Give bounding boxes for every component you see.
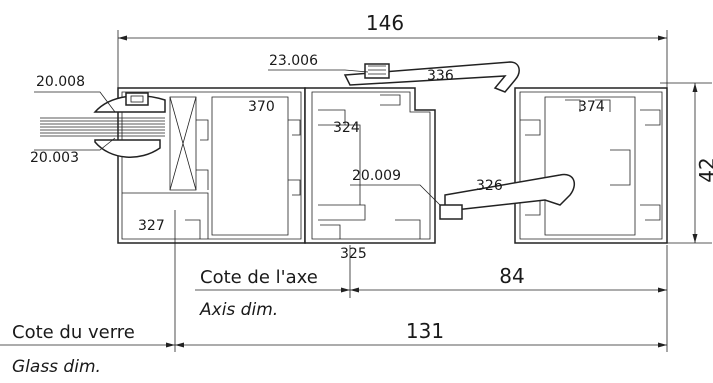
label-324: 324	[333, 120, 360, 136]
label-23-006: 23.006	[269, 53, 318, 69]
leader-lines	[34, 69, 441, 206]
label-326: 326	[476, 178, 503, 194]
part-labels: 20.008 20.003 23.006 20.009 336 370 374 …	[30, 53, 605, 262]
height-value: 42	[695, 157, 713, 182]
axis-dimension: 84 Cote de l'axe Axis dim.	[195, 245, 668, 320]
glass-unit	[40, 92, 166, 158]
connector-326	[439, 173, 576, 220]
label-325: 325	[340, 246, 367, 262]
glass-caption-en: Glass dim.	[12, 357, 101, 377]
axis-dim-value: 84	[499, 264, 524, 288]
overall-width-value: 146	[366, 11, 404, 35]
label-327: 327	[138, 218, 165, 234]
label-370: 370	[248, 99, 275, 115]
height-dimension: 42	[660, 82, 713, 244]
label-374: 374	[578, 99, 605, 115]
glass-caption-fr: Cote du verre	[12, 322, 135, 343]
sash-profile-324-325	[304, 87, 436, 244]
axis-caption-en: Axis dim.	[199, 300, 278, 320]
glass-dim-value: 131	[406, 319, 444, 343]
label-336: 336	[427, 68, 454, 84]
label-20-008: 20.008	[36, 74, 85, 90]
axis-caption-fr: Cote de l'axe	[200, 267, 318, 288]
overall-width-dimension: 146	[117, 11, 668, 88]
top-cap-336	[343, 61, 520, 93]
glass-dimension: 131 Cote du verre Glass dim.	[0, 210, 668, 377]
label-20-009: 20.009	[352, 168, 401, 184]
label-20-003: 20.003	[30, 150, 79, 166]
